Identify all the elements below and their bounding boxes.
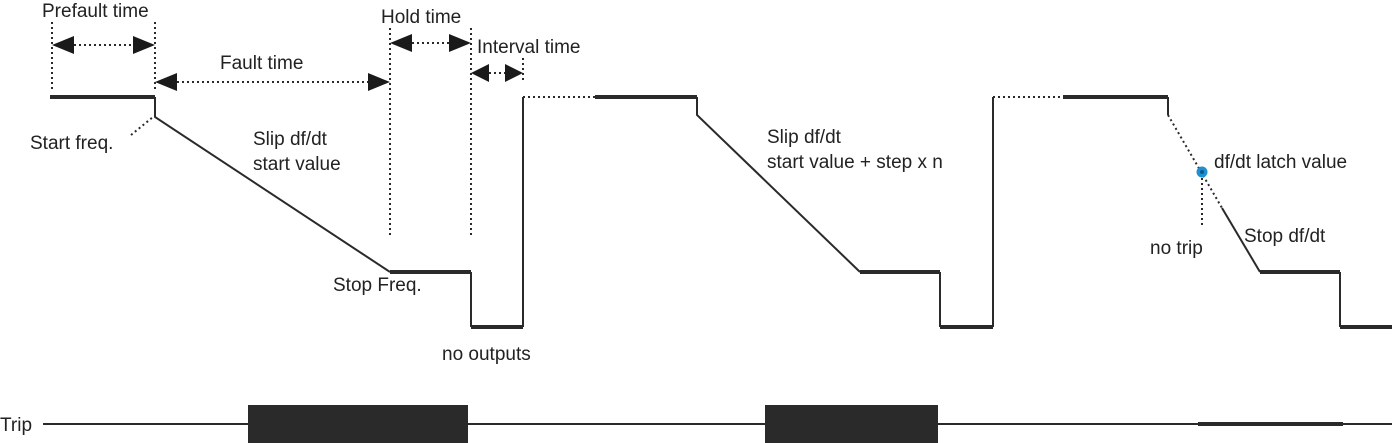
- frequency-waveform: [50, 95, 1392, 329]
- no-outputs-label: no outputs: [442, 344, 531, 365]
- start-freq-leader: [130, 116, 154, 136]
- fault-time-arrow: [155, 73, 390, 91]
- latch-value-marker: [1196, 166, 1208, 178]
- trip-pulse-1: [248, 405, 468, 443]
- hold-time-label: Hold time: [381, 7, 461, 28]
- stop-freq-label: Stop Freq.: [333, 275, 422, 296]
- fault-ramp-1: [154, 97, 391, 273]
- no-trip-label: no trip: [1150, 238, 1203, 259]
- slip-step-label-line2: start value + step x n: [767, 152, 943, 173]
- stop-dfdt-ramp: [1221, 207, 1261, 273]
- trip-signal: [43, 405, 1392, 443]
- prefault-time-arrow: [52, 36, 155, 54]
- slip-step-label-line1: Slip df/dt: [767, 127, 842, 148]
- timing-markers: [51, 22, 524, 238]
- trip-label: Trip: [0, 415, 32, 436]
- interval-time-arrow: [471, 64, 523, 82]
- stop-dfdt-label: Stop df/dt: [1244, 226, 1326, 247]
- prefault-time-label: Prefault time: [42, 1, 149, 22]
- trip-pulse-2: [765, 405, 938, 443]
- diagram-labels: Prefault time Fault time Hold time Inter…: [0, 1, 1347, 436]
- slip-start-label-line1: Slip df/dt: [253, 129, 328, 150]
- start-freq-label: Start freq.: [30, 133, 113, 154]
- fault-time-label: Fault time: [220, 53, 303, 74]
- hold-time-arrow: [390, 34, 471, 52]
- fault-ramp-2: [696, 97, 861, 273]
- timing-arrows: [52, 34, 523, 91]
- latch-value-label: df/dt latch value: [1214, 152, 1347, 173]
- interval-time-label: Interval time: [477, 37, 580, 58]
- slip-start-label-line2: start value: [253, 154, 341, 175]
